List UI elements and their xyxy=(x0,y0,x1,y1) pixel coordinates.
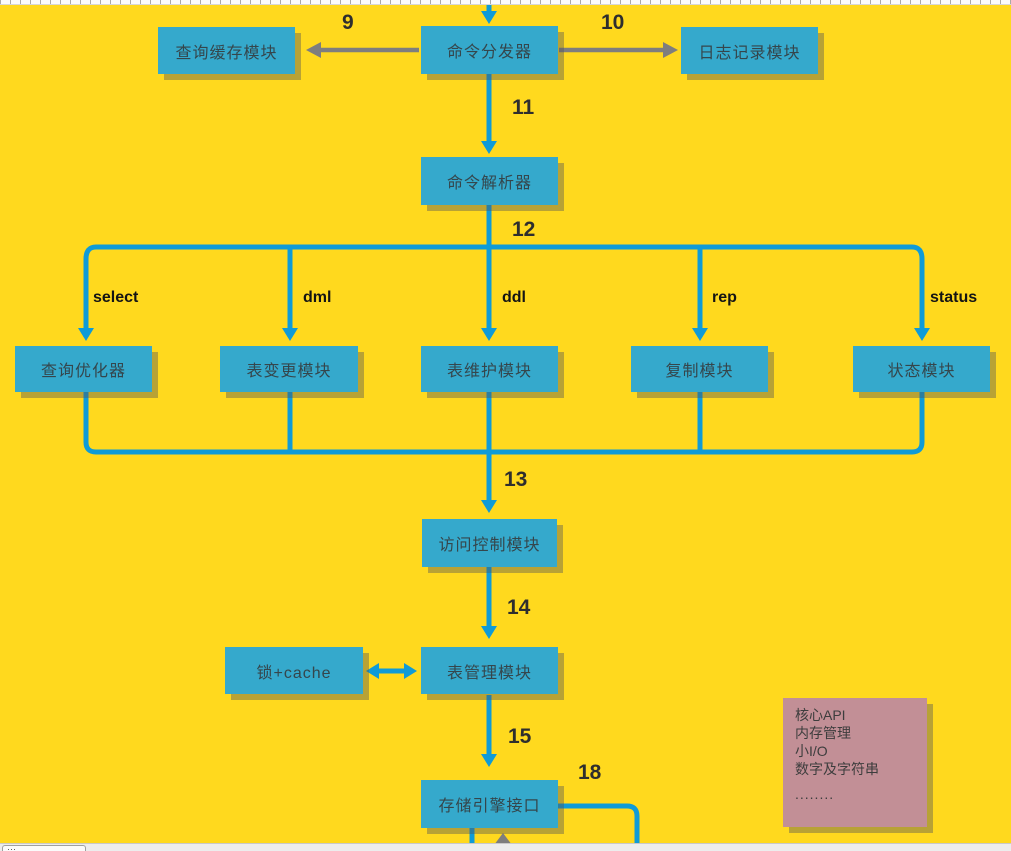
panel-ellipsis: ........ xyxy=(795,786,835,802)
panel-line: 内存管理 xyxy=(795,725,851,741)
node-query-cache-module[interactable]: 查询缓存模块 xyxy=(158,27,295,74)
branch-label-status: status xyxy=(930,289,978,306)
node-replication-module[interactable]: 复制模块 xyxy=(631,346,768,392)
edge-label-11: 11 xyxy=(512,96,535,119)
core-api-panel[interactable]: 核心API 内存管理 小I/O 数字及字符串 ........ xyxy=(783,698,927,827)
node-table-management-module[interactable]: 表管理模块 xyxy=(421,647,558,694)
edge-label-12: 12 xyxy=(512,218,536,241)
panel-line: 数字及字符串 xyxy=(795,761,879,777)
scrollbar-grip-icon[interactable]: ⋯ xyxy=(2,845,86,851)
node-log-record-module[interactable]: 日志记录模块 xyxy=(681,27,818,74)
node-command-dispatcher[interactable]: 命令分发器 xyxy=(421,26,558,74)
top-ruler xyxy=(0,0,1011,5)
branch-label-ddl: ddl xyxy=(502,289,526,306)
node-command-parser[interactable]: 命令解析器 xyxy=(421,157,558,205)
edge-label-9: 9 xyxy=(342,11,354,34)
edge-label-10: 10 xyxy=(601,11,625,34)
panel-line: 小I/O xyxy=(795,743,828,759)
branch-label-dml: dml xyxy=(303,289,332,306)
horizontal-scrollbar[interactable]: ⋯ xyxy=(0,843,1011,851)
edge-label-14: 14 xyxy=(507,596,531,619)
node-lock-cache[interactable]: 锁+cache xyxy=(225,647,363,694)
node-table-maintenance-module[interactable]: 表维护模块 xyxy=(421,346,558,392)
branch-label-select: select xyxy=(93,289,139,306)
panel-line: 核心API xyxy=(795,707,846,723)
node-table-change-module[interactable]: 表变更模块 xyxy=(220,346,358,392)
node-access-control-module[interactable]: 访问控制模块 xyxy=(422,519,557,567)
edge-label-15: 15 xyxy=(508,725,532,748)
node-status-module[interactable]: 状态模块 xyxy=(853,346,990,392)
edge-label-13: 13 xyxy=(504,468,528,491)
branch-label-rep: rep xyxy=(712,289,737,306)
node-query-optimizer[interactable]: 查询优化器 xyxy=(15,346,152,392)
node-storage-engine-interface[interactable]: 存储引擎接口 xyxy=(421,780,558,828)
edge-label-18: 18 xyxy=(578,761,602,784)
